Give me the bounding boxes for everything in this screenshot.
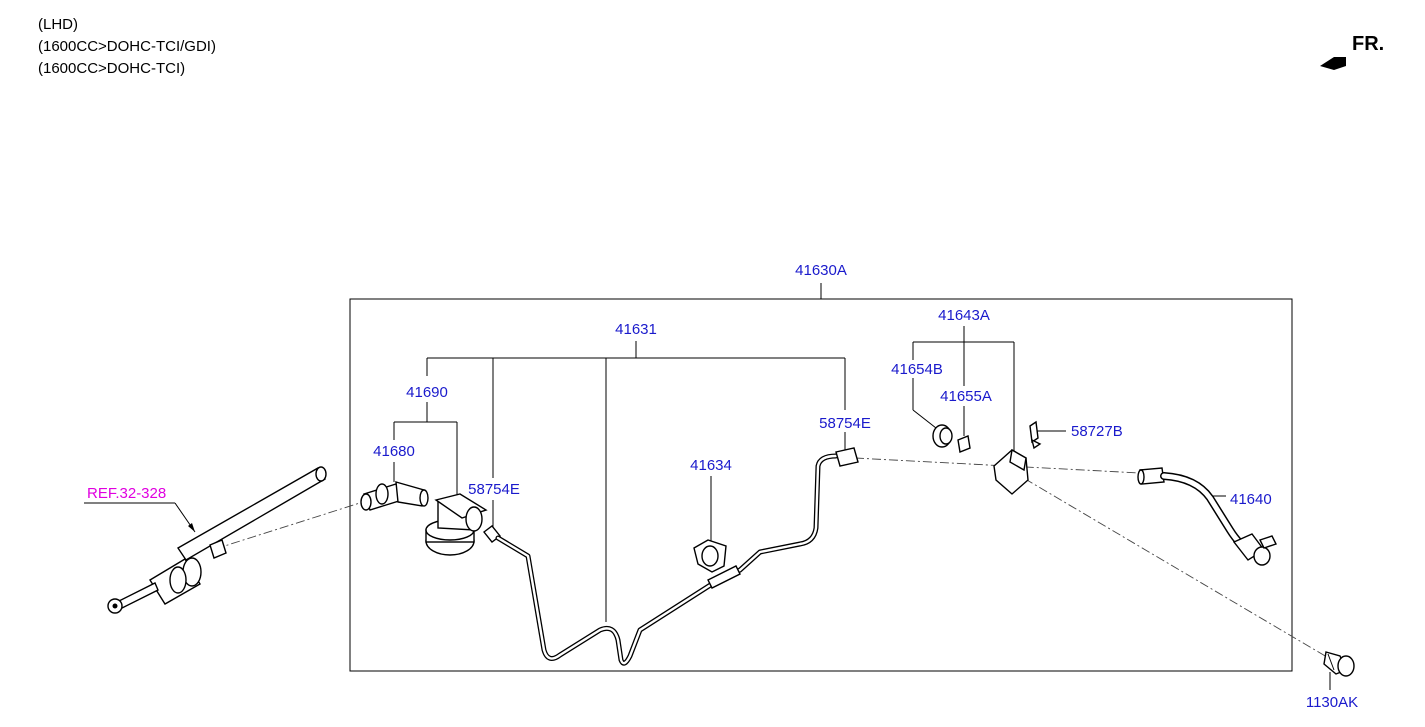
label-58754E-right[interactable]: 58754E — [819, 415, 871, 432]
front-direction-label: FR. — [1352, 33, 1385, 55]
clip-58727B — [1029, 420, 1042, 450]
bracket-41634 — [693, 539, 727, 573]
label-41680[interactable]: 41680 — [373, 443, 415, 460]
damper-bracket — [993, 448, 1029, 495]
bolt-1130AK — [1323, 651, 1355, 677]
header-line-1: (LHD) — [38, 16, 78, 33]
label-41630A[interactable]: 41630A — [795, 262, 847, 279]
bushing-41654B — [932, 424, 953, 448]
header-line-3: (1600CC>DOHC-TCI) — [38, 60, 186, 77]
label-41655A[interactable]: 41655A — [940, 388, 992, 405]
clutch-master-cylinder — [107, 466, 327, 614]
clutch-tube — [495, 453, 839, 666]
connector-41690 — [425, 493, 488, 556]
label-58727B[interactable]: 58727B — [1071, 423, 1123, 440]
label-41640[interactable]: 41640 — [1230, 491, 1272, 508]
label-58754E-left[interactable]: 58754E — [468, 481, 520, 498]
front-arrow-icon — [1320, 57, 1346, 70]
clip-58754E-right — [835, 447, 859, 467]
label-41643A[interactable]: 41643A — [938, 307, 990, 324]
label-41690[interactable]: 41690 — [406, 384, 448, 401]
reference-link[interactable]: REF.32-328 — [87, 485, 166, 502]
label-41654B[interactable]: 41654B — [891, 361, 943, 378]
collar-41655A — [957, 435, 971, 453]
label-41634[interactable]: 41634 — [690, 457, 732, 474]
label-1130AK[interactable]: 1130AK — [1306, 694, 1358, 711]
fitting-41680 — [360, 481, 429, 511]
hose-41640 — [1137, 467, 1277, 566]
header-line-2: (1600CC>DOHC-TCI/GDI) — [38, 38, 216, 55]
label-41631[interactable]: 41631 — [615, 321, 657, 338]
